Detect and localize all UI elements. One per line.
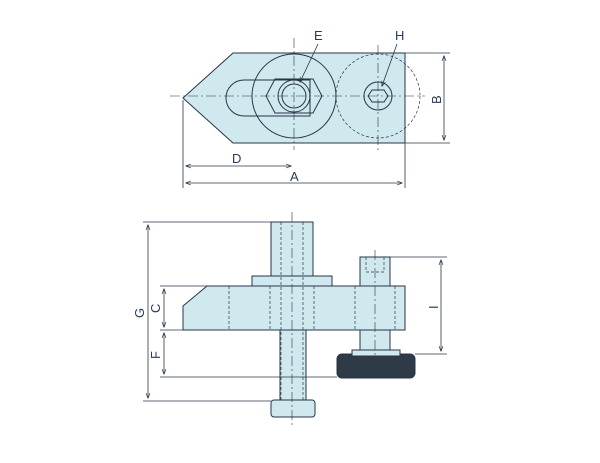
bolt-head xyxy=(270,399,316,418)
front-view: G C F I xyxy=(132,212,447,425)
label-g: G xyxy=(132,308,147,318)
leader-e xyxy=(300,43,319,82)
label-f: F xyxy=(148,351,163,359)
leader-h xyxy=(382,43,398,86)
top-view: E H B D A xyxy=(170,28,450,188)
label-h: H xyxy=(395,28,404,43)
knurled-knob xyxy=(336,353,416,379)
label-c: C xyxy=(148,304,163,313)
bolt-shank-lower xyxy=(279,329,307,401)
label-i: I xyxy=(426,305,441,309)
front-plate xyxy=(182,285,406,331)
knob-neck xyxy=(351,349,401,357)
label-a: A xyxy=(290,169,299,184)
label-e: E xyxy=(314,28,323,43)
top-slot xyxy=(225,79,311,117)
label-b: B xyxy=(429,95,444,104)
label-d: D xyxy=(232,151,241,166)
